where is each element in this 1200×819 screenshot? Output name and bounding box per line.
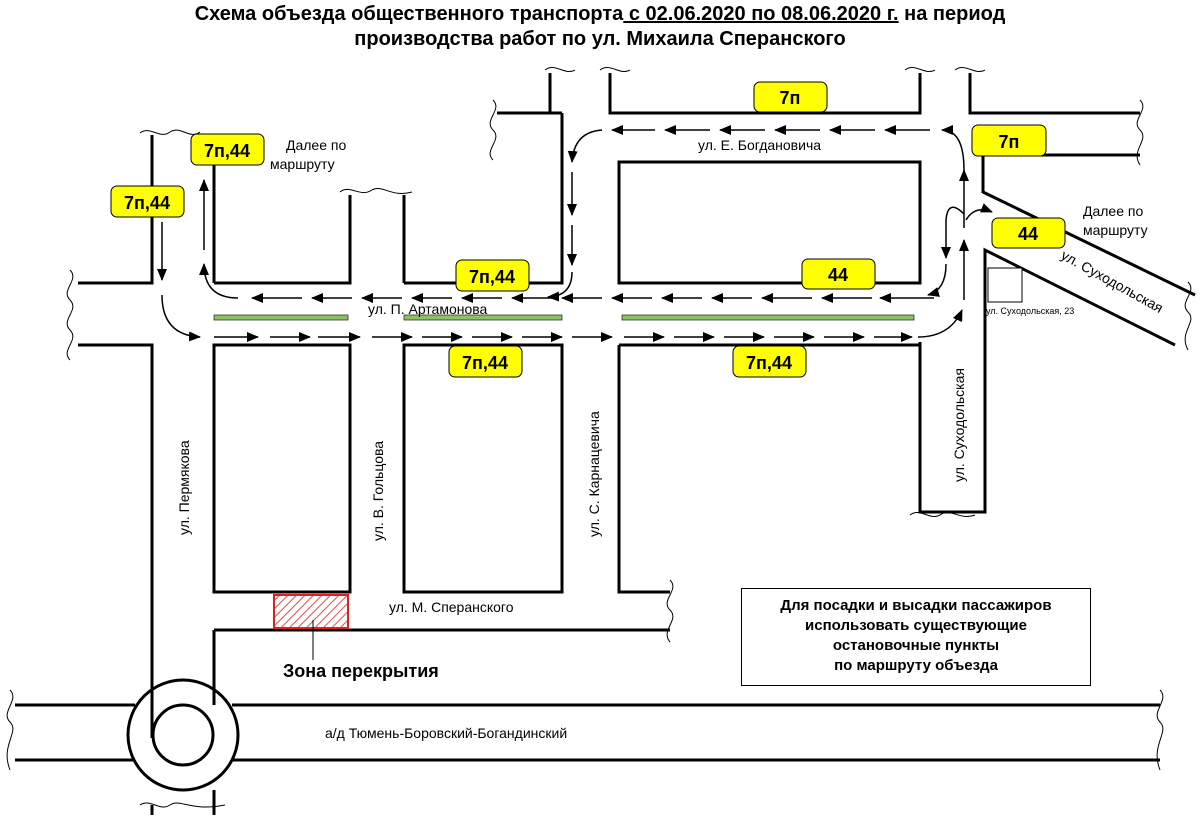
badge-bogdanovicha-top: 7п [753,81,828,113]
median-strip [213,314,349,321]
street-label-suhodolskaya: ул. Суходольская [951,368,967,482]
median-strip [403,314,563,321]
badge-label: 7п,44 [469,267,515,287]
further-route-right-line1: Далее по [1083,203,1143,219]
street-label-permyakova: ул. Пермякова [176,440,192,535]
title-line1-c: на период [898,3,1006,25]
title-dates: с 02.06.2020 по 08.06.2020 г. [623,3,899,25]
street-label-suhodolskaya-diagonal: ул. Суходольская [1059,247,1166,316]
passenger-notice: Для посадки и высадки пассажиров использ… [741,588,1091,686]
route-arrow-curve [567,129,603,163]
notice-line: использовать существующие [805,617,1027,634]
further-route-left-line2: маршруту [270,156,335,172]
route-arrow-curve [927,263,947,297]
detour-route [157,125,993,342]
further-route-left-line1: Далее по [286,137,346,153]
badge-label: 7п,44 [204,141,250,161]
street-label-bogdanovicha: ул. Е. Богдановича [698,137,821,153]
badge-left: 7п,44 [110,185,185,218]
street-label-karnatsevicha: ул. С. Карнацевича [586,411,602,537]
route-arrow-curve [941,125,965,171]
street-label-goltsova: ул. В. Гольцова [370,441,386,541]
building-suhodolskaya-23 [987,267,1023,303]
badge-artamonova-mid: 7п,44 [455,259,530,292]
badge-bottom-mid: 7п,44 [448,345,523,378]
route-arrow-curve [161,294,201,342]
title-line2: производства работ по ул. Михаила Сперан… [354,28,846,50]
badge-label: 7п,44 [746,353,792,373]
notice-line: Для посадки и высадки пассажиров [780,597,1052,614]
further-route-right-line2: маршруту [1083,222,1148,238]
badge-label: 44 [1018,224,1038,244]
badge-label: 7п,44 [462,353,508,373]
map-title: Схема объезда общественного транспорта с… [0,2,1200,52]
badge-label: 7п [780,88,801,108]
street-label-artamonova: ул. П. Артамонова [368,301,488,317]
route-arrow-curve [945,206,965,221]
building-label: ул. Суходольская, 23 [986,306,1074,316]
route-arrow-east [965,203,993,221]
route-arrow-curve [199,263,239,299]
median-strip [621,314,915,321]
notice-line: по маршруту объезда [834,657,998,674]
street-label-speranskogo: ул. М. Сперанского [389,599,514,615]
closure-zone [273,594,349,629]
badge-top-right: 7п [971,124,1047,157]
median-strips [213,314,915,321]
closure-zone-label: Зона перекрытия [283,661,439,681]
route-arrow-curve [547,271,573,302]
title-line1-a: Схема объезда общественного транспорта [194,3,624,25]
route-arrow-curve [917,309,963,338]
badge-label: 44 [828,265,848,285]
badge-right-44: 44 [991,217,1066,249]
badge-label: 7п,44 [124,193,170,213]
route-badges: 7п,44 7п,44 7п,44 44 7п,44 7п,44 7п 7п [110,81,1066,378]
notice-line: остановочные пункты [832,637,1000,654]
badge-bottom-right: 7п,44 [732,345,807,378]
badge-top-left: 7п,44 [190,133,265,166]
road-network [6,66,1196,815]
street-label-highway: а/д Тюмень-Боровский-Богандинский [325,725,567,741]
badge-label: 7п [999,132,1020,152]
badge-artamonova-right: 44 [801,258,876,290]
